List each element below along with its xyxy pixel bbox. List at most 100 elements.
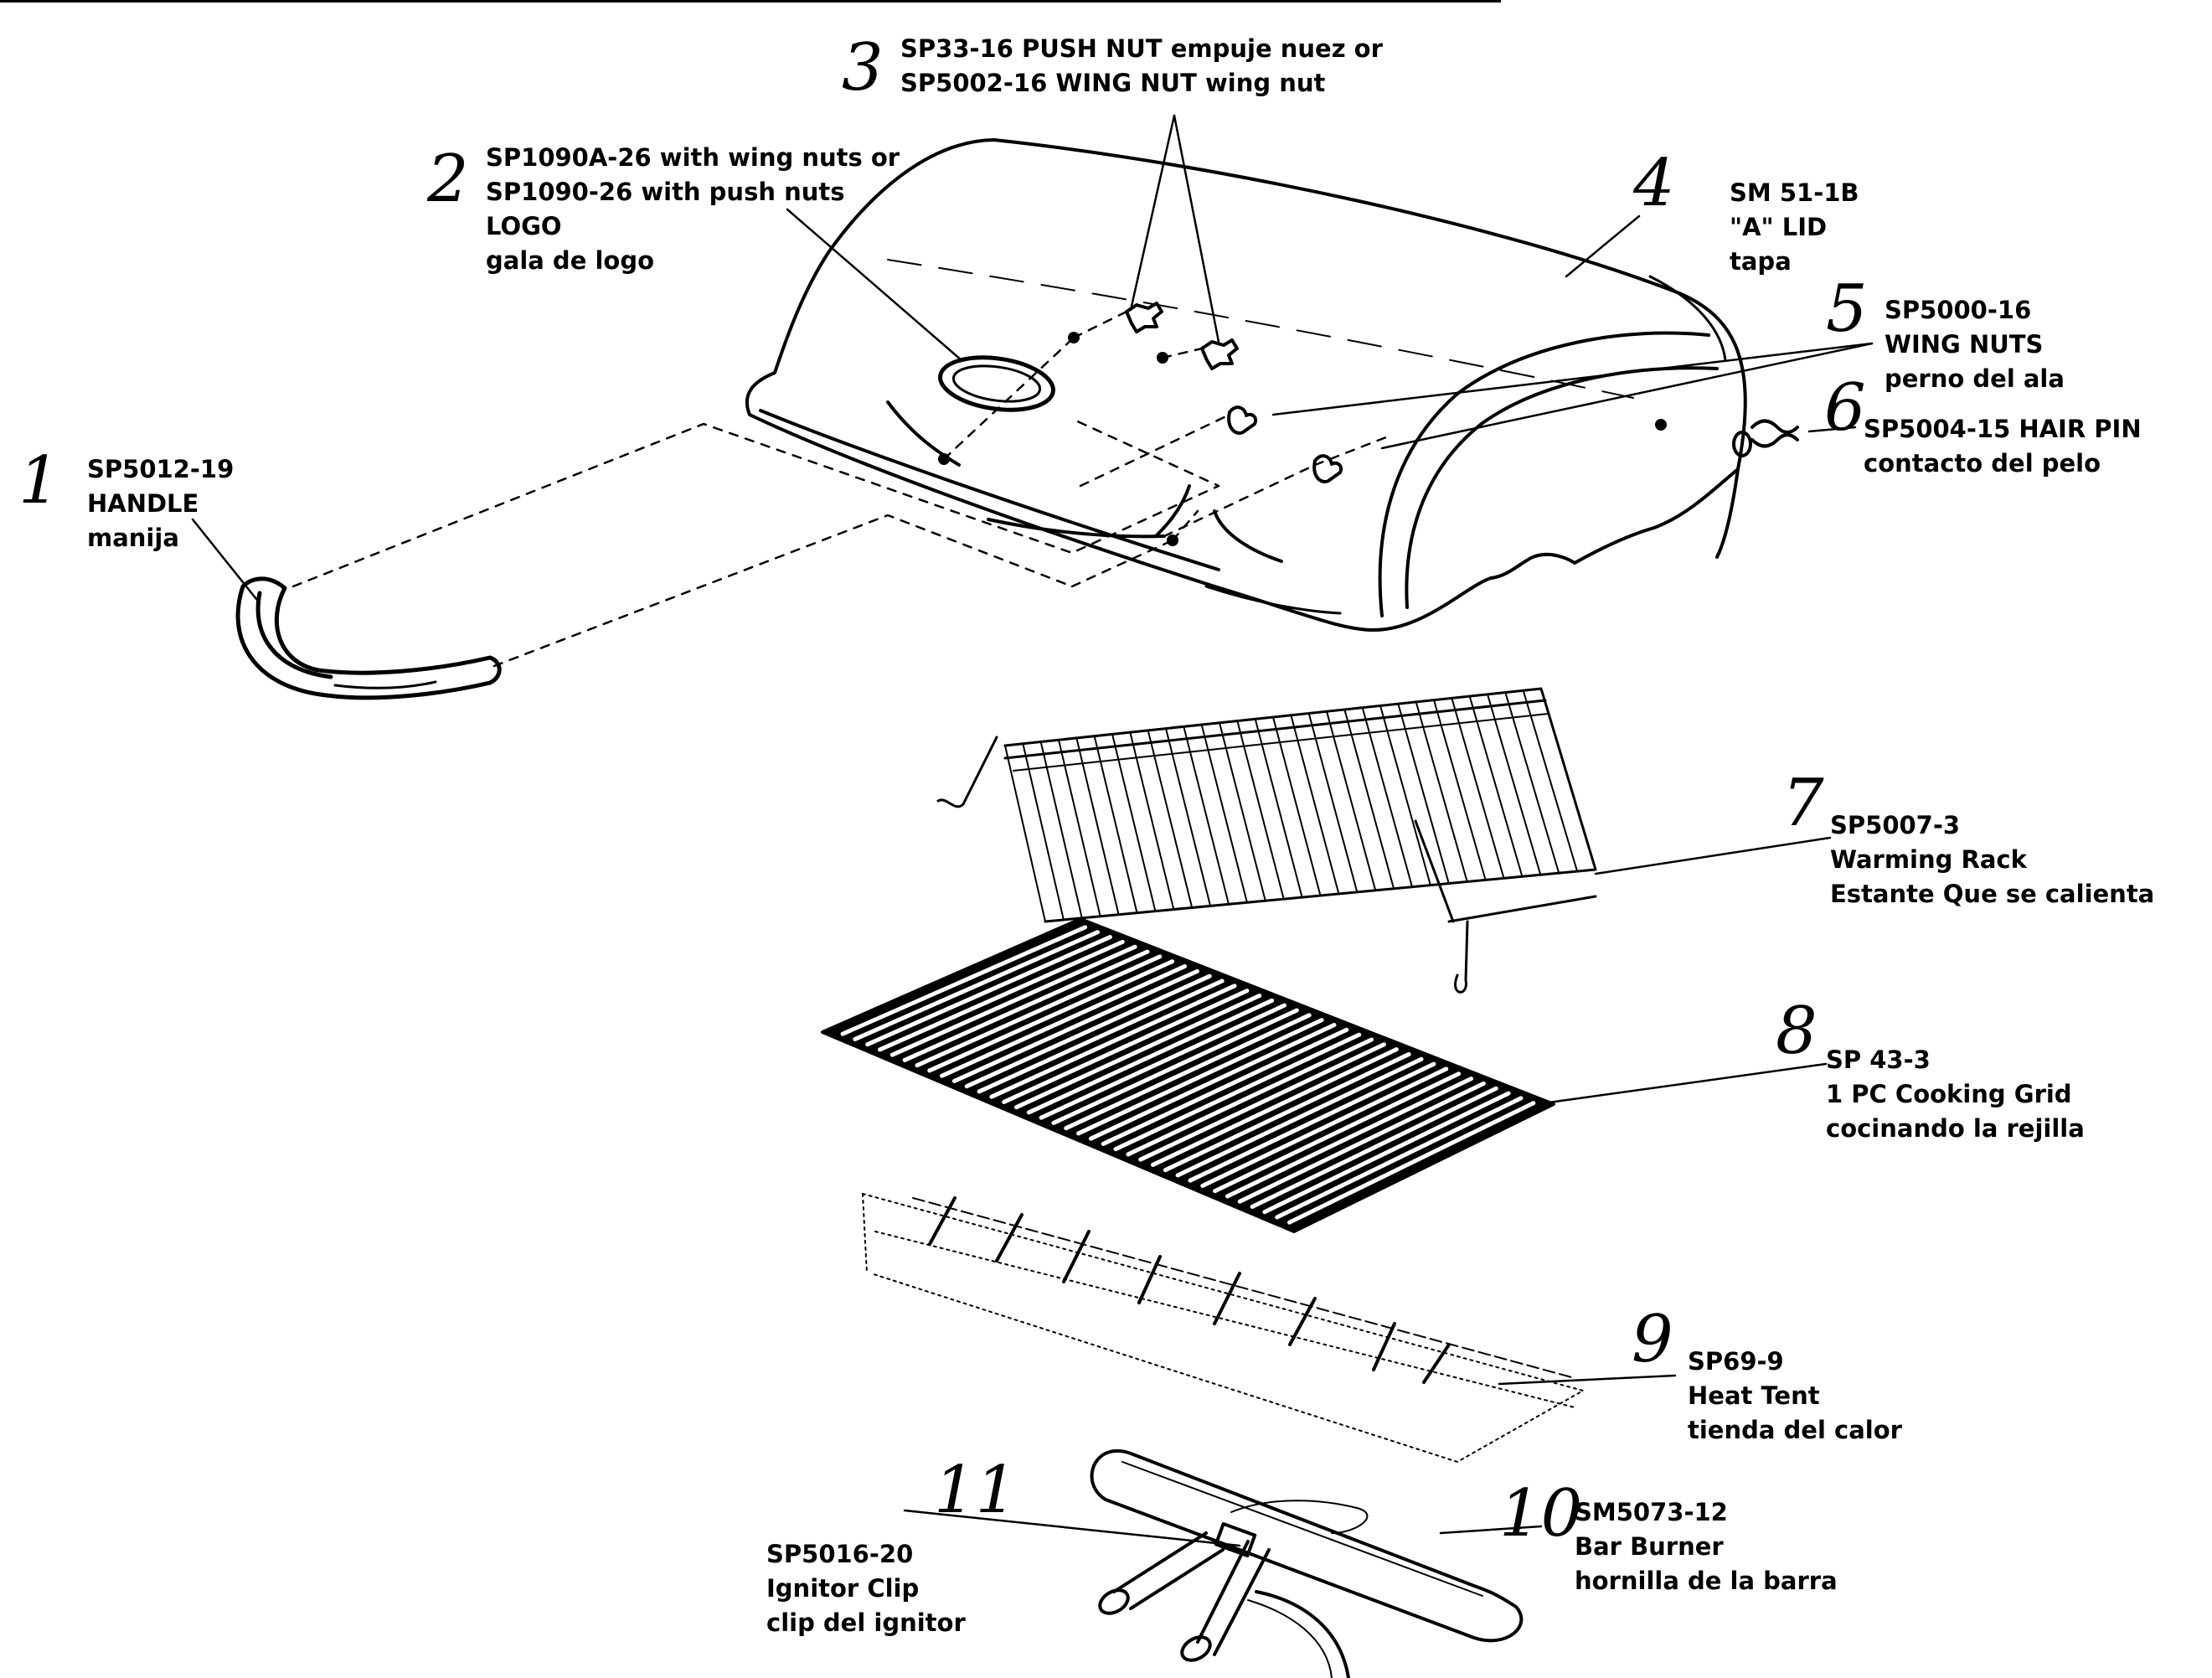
- rack-wire: [1451, 697, 1505, 880]
- label-line: SM 51-1B: [1730, 178, 1859, 207]
- grid-slot: [1113, 1032, 1362, 1152]
- label-line: SP5002-16 WING NUT wing nut: [900, 69, 1326, 97]
- label-line: SP1090A-26 with wing nuts or: [486, 143, 900, 172]
- grid-slot: [1225, 1077, 1473, 1199]
- grid-slot: [1002, 989, 1250, 1104]
- grid-slot: [927, 959, 1175, 1073]
- rack-wire: [1183, 725, 1230, 906]
- tent-vent: [928, 1196, 956, 1246]
- ignitor-tubes-drawing: [1098, 1521, 1350, 1678]
- part-number: 3: [842, 30, 884, 106]
- label-line: SP5012-19: [87, 455, 235, 483]
- part-number: 6: [1824, 370, 1866, 446]
- label-line: gala de logo: [486, 246, 655, 275]
- tent-vent: [1137, 1255, 1162, 1304]
- label-line: clip del ignitor: [766, 1608, 966, 1637]
- grid-slot: [1150, 1047, 1399, 1167]
- label-line: Estante Que se calienta: [1830, 880, 2155, 908]
- part-number: 8: [1776, 994, 1818, 1069]
- heat-tent-drawing: [862, 1193, 1584, 1463]
- grid-slot: [977, 978, 1225, 1094]
- rack-wire: [1219, 721, 1266, 902]
- label-line: LOGO: [486, 212, 562, 240]
- warming-rack-wires: [1004, 688, 1596, 922]
- rack-wire: [1307, 712, 1359, 893]
- grid-slot: [940, 964, 1188, 1078]
- part-label: SM 51-1B "A" LID tapa: [1730, 176, 1859, 279]
- label-line: SP33-16 PUSH NUT empuje nuez or: [900, 34, 1383, 63]
- label-line: SP5007-3: [1830, 811, 1961, 839]
- top-rule: [0, 0, 1501, 3]
- label-line: SP5004-15 HAIR PIN: [1864, 415, 2142, 443]
- grid-slot: [1039, 1003, 1286, 1120]
- rack-wire: [1540, 688, 1596, 870]
- tent-vent: [1422, 1343, 1451, 1384]
- rack-wire: [1487, 693, 1542, 876]
- rack-wire: [1165, 727, 1212, 907]
- grid-slot: [1188, 1061, 1436, 1183]
- label-line: contacto del pelo: [1864, 449, 2101, 478]
- label-line: Bar Burner: [1575, 1532, 1724, 1561]
- grid-slot: [902, 949, 1150, 1062]
- rack-wire: [1504, 691, 1560, 875]
- grid-slot: [1163, 1051, 1411, 1173]
- grid-slot: [840, 925, 1088, 1036]
- part-number: 2: [427, 142, 469, 217]
- part-label: SP33-16 PUSH NUT empuje nuez or SP5002-1…: [900, 32, 1383, 101]
- grid-slot: [989, 984, 1237, 1099]
- rack-wire: [1379, 705, 1431, 886]
- rack-wire: [1147, 729, 1194, 909]
- part-number: 5: [1826, 271, 1868, 347]
- tent-vent: [1288, 1297, 1317, 1346]
- part-number: 10: [1499, 1476, 1583, 1552]
- label-line: manija: [87, 524, 179, 552]
- rack-wire: [1397, 703, 1450, 885]
- grid-slot: [1101, 1027, 1349, 1146]
- rack-wire: [1415, 700, 1468, 883]
- label-line: SP 43-3: [1826, 1046, 1931, 1074]
- part-number: 4: [1633, 146, 1675, 221]
- part-label: SP69-9 Heat Tent tienda del calor: [1688, 1345, 1902, 1448]
- grid-slot: [1026, 998, 1275, 1115]
- rack-wire: [1093, 735, 1138, 914]
- label-line: Warming Rack: [1830, 845, 2027, 874]
- hair-pin-drawing: [1732, 419, 1799, 457]
- grid-slot: [853, 930, 1100, 1041]
- rack-wire: [1111, 733, 1157, 912]
- grid-slot: [964, 973, 1212, 1089]
- part-label: SP 43-3 1 PC Cooking Grid cocinando la r…: [1826, 1043, 2085, 1146]
- label-line: hornilla de la barra: [1575, 1567, 1838, 1595]
- rack-wire: [1236, 720, 1285, 901]
- grid-slot: [1286, 1101, 1536, 1225]
- push-nuts-drawing: [1125, 302, 1239, 370]
- tent-vent: [995, 1213, 1024, 1262]
- rack-wire: [1468, 695, 1524, 878]
- part-label: SP5007-3 Warming Rack Estante Que se cal…: [1830, 808, 2154, 911]
- rack-wire: [1129, 731, 1175, 911]
- rack-wire: [1075, 736, 1120, 916]
- logo-oval-drawing: [938, 355, 1055, 412]
- part-label: SP5012-19 HANDLE manija: [87, 452, 234, 555]
- label-line: WING NUTS: [1885, 330, 2044, 359]
- rack-wire: [1254, 718, 1303, 899]
- tent-vent: [1213, 1272, 1241, 1325]
- rack-wire: [1433, 699, 1487, 881]
- rack-wire: [1022, 742, 1065, 921]
- part-number: 1: [18, 443, 60, 519]
- rack-wire: [1343, 708, 1395, 890]
- label-line: HANDLE: [87, 489, 199, 518]
- label-line: SP69-9: [1688, 1347, 1784, 1376]
- grid-slot: [1213, 1071, 1462, 1194]
- label-line: SP5000-16: [1885, 296, 2032, 324]
- heat-tent-vents: [928, 1196, 1451, 1384]
- label-line: "A" LID: [1730, 213, 1828, 241]
- grid-slot: [1014, 993, 1262, 1110]
- tent-vent: [1062, 1230, 1091, 1283]
- label-line: 1 PC Cooking Grid: [1826, 1080, 2072, 1108]
- part-number: 11: [934, 1453, 1018, 1528]
- part-number: 7: [1782, 766, 1824, 841]
- grid-slot: [865, 935, 1112, 1047]
- rack-wire: [1004, 745, 1046, 922]
- wing-nuts-drawing: [1227, 405, 1343, 483]
- part-label: SP5000-16 WING NUTS perno del ala: [1885, 293, 2065, 396]
